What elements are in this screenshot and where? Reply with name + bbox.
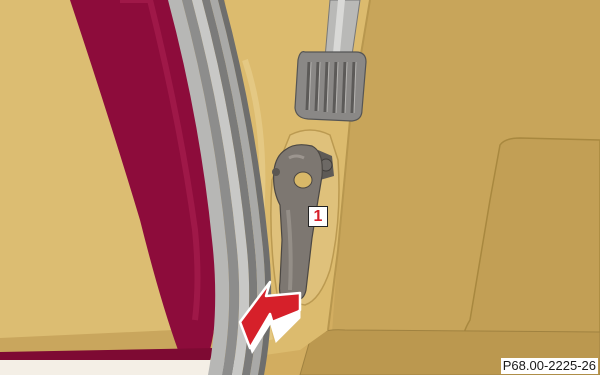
door-bottom-white: [0, 360, 240, 375]
callout-label-1: 1: [308, 206, 328, 227]
figure-reference-code: P68.00-2225-26: [501, 358, 598, 374]
